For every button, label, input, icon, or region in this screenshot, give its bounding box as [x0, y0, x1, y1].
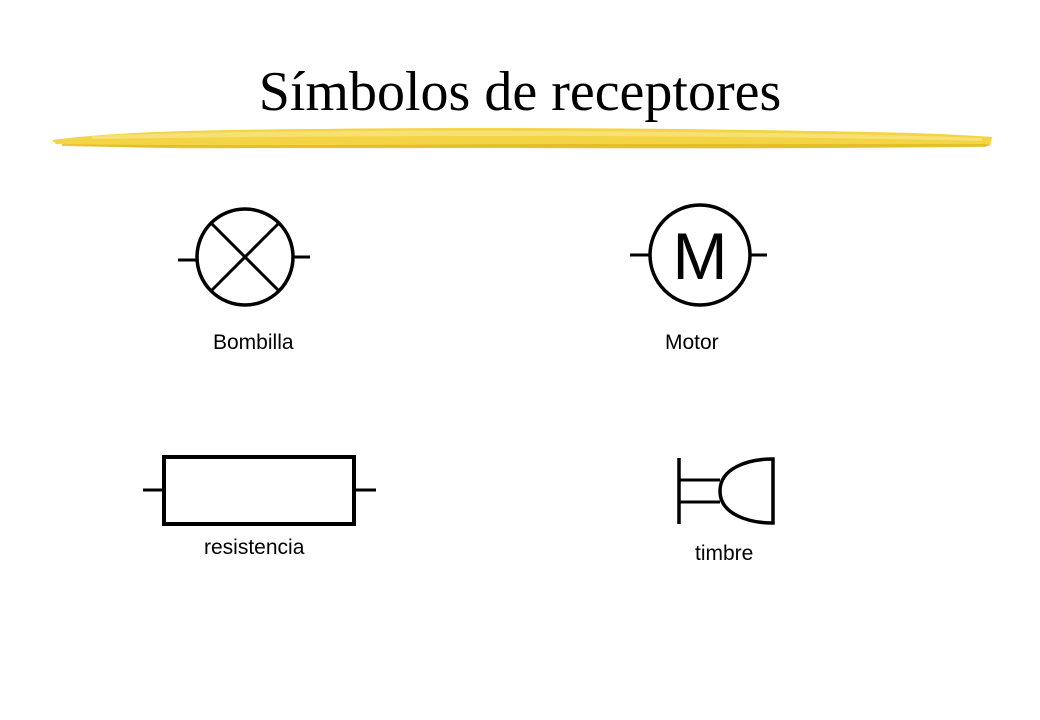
label-timbre: timbre [695, 542, 754, 565]
label-resistencia: resistencia [204, 536, 305, 559]
brush-stroke-shadow [62, 144, 988, 149]
motor-glyph: M [673, 219, 728, 293]
label-bombilla: Bombilla [213, 331, 294, 354]
title-underline-brush [52, 127, 992, 149]
lamp-icon [178, 207, 310, 307]
bell-icon [677, 457, 775, 525]
label-motor: Motor [665, 331, 719, 354]
brush-stroke-highlight [92, 130, 982, 141]
slide-title: Símbolos de receptores [258, 61, 782, 123]
motor-icon: M [630, 203, 767, 307]
resistor-icon [143, 455, 376, 526]
